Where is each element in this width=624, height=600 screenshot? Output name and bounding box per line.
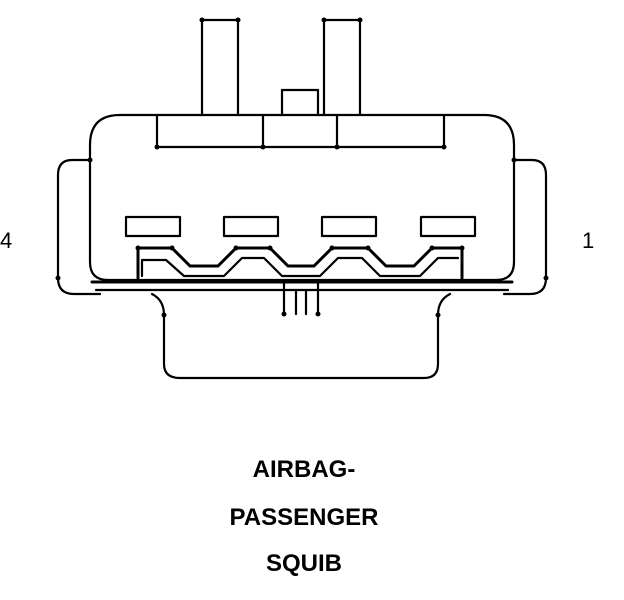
terminal-cavity-1 [419, 215, 477, 238]
connector-key [282, 280, 320, 316]
connector-clip-right [502, 158, 548, 296]
connector-latch-block [155, 113, 446, 149]
terminal-cavity-2 [320, 215, 378, 238]
pin-label-1: 1 [582, 228, 595, 253]
caption-line-2: PASSENGER [229, 504, 379, 531]
pin-label-4: 4 [0, 228, 13, 253]
connector-skirt [150, 292, 452, 380]
terminal-cavity-3 [222, 215, 280, 238]
terminal-cavity-4 [124, 215, 182, 238]
junction-dots [55, 17, 549, 318]
connector-clip-left [56, 158, 102, 296]
connector-tab-right [322, 18, 362, 117]
connector-tab-left [200, 18, 240, 117]
connector-body [88, 113, 516, 282]
caption-line-1: AIRBAG- [252, 456, 356, 483]
shorting-bar-outer [136, 246, 464, 280]
caption-line-3: SQUIB [265, 550, 342, 577]
connector-tab-center [280, 88, 320, 117]
shorting-bar-inner [140, 256, 460, 278]
